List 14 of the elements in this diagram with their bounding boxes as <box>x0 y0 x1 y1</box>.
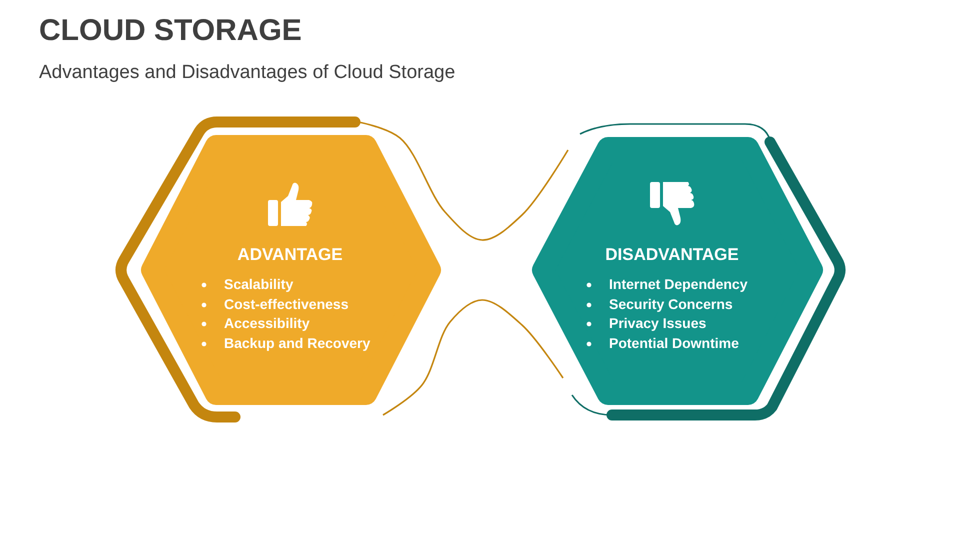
connector-curve <box>382 299 564 416</box>
list-item: Scalability <box>200 275 370 294</box>
connector-curve <box>358 121 569 241</box>
list-item: Privacy Issues <box>585 314 748 334</box>
heading: ADVANTAGE <box>237 245 343 265</box>
list-item: Potential Downtime <box>585 334 748 353</box>
list-item: Backup and Recovery <box>200 334 370 353</box>
list-item: Security Concerns <box>585 294 748 314</box>
subtitle: Advantages and Disadvantages of Cloud Storage <box>39 62 456 84</box>
title: CLOUD STORAGE <box>39 14 302 48</box>
list-item: Cost-effectiveness <box>200 294 370 314</box>
list-item: Accessibility <box>200 314 370 334</box>
list-item: Internet Dependency <box>585 275 748 294</box>
heading: DISADVANTAGE <box>605 245 739 265</box>
